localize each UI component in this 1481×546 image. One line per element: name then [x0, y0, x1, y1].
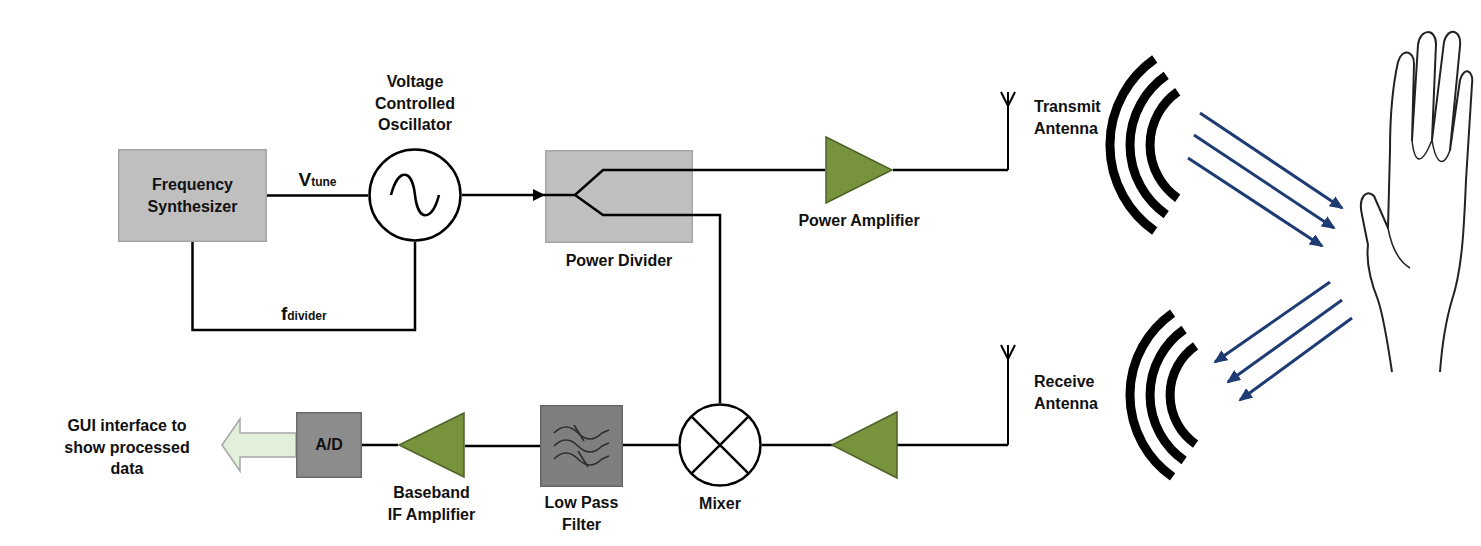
- node-shape: [825, 136, 893, 204]
- synthesizer-box: Frequency Synthesizer: [118, 149, 267, 242]
- wave-arc: [1170, 346, 1196, 444]
- node-label: Baseband IF Amplifier: [385, 482, 479, 525]
- ray-arrow: [1188, 158, 1322, 246]
- amplifier-triangle: Power Amplifier: [825, 136, 893, 204]
- signal-connector: [362, 445, 398, 446]
- wave-arc: [1150, 92, 1178, 198]
- antenna-symbol: Receive Antenna: [1000, 345, 1016, 445]
- signal-connector: [267, 195, 368, 196]
- signal-wire: [462, 194, 545, 197]
- ray-arrow: [1240, 318, 1352, 400]
- mixer-outline: [680, 405, 761, 486]
- node-label: Frequency Synthesizer: [126, 174, 259, 217]
- filter-box: Low Pass Filter: [540, 405, 623, 487]
- signal-name: fdivider: [279, 303, 329, 326]
- arrow-head: [533, 189, 545, 201]
- antenna-lines: [1001, 92, 1015, 170]
- signal-wire: [362, 444, 398, 447]
- node-shape: [1000, 345, 1016, 445]
- signal-name: Vtune: [296, 169, 338, 192]
- filter-symbol: [554, 427, 609, 465]
- sine-symbol: [391, 175, 439, 216]
- node-label: Transmit Antenna: [1034, 96, 1124, 139]
- signal-connector: [693, 215, 720, 403]
- hand-detail: [1388, 140, 1450, 268]
- node-label: Mixer: [670, 493, 770, 515]
- node-shape: [545, 150, 693, 243]
- hand-drawing: [1361, 32, 1472, 372]
- signal-connector: [693, 170, 825, 171]
- ray-arrow: [1194, 135, 1334, 228]
- mixer-cross: [691, 416, 748, 473]
- node-shape: [118, 149, 267, 242]
- signal-wire: [893, 169, 1008, 172]
- ray-arrow: [1228, 300, 1342, 382]
- box-outline: [546, 151, 693, 243]
- mixer-circle: Mixer: [678, 403, 762, 487]
- box-outline: [297, 413, 362, 478]
- signal-wire: [693, 215, 720, 403]
- amplifier-triangle: Baseband IF Amplifier: [398, 412, 465, 478]
- signal-connector: [893, 170, 1008, 171]
- box-outline: [541, 406, 623, 487]
- signal-wire: [193, 242, 416, 330]
- node-label: Receive Antenna: [1034, 371, 1124, 414]
- filter-symbol: [574, 425, 588, 467]
- signal-wire: [267, 194, 368, 197]
- amplifier-outline: [399, 413, 464, 477]
- node-shape: [368, 148, 462, 242]
- output-arrow: [222, 419, 296, 471]
- signal-connector: [465, 446, 540, 447]
- receive-rays: [1215, 282, 1352, 400]
- antenna-lines: [1001, 345, 1015, 445]
- receive-waves: [1130, 313, 1196, 477]
- node-shape: [1000, 92, 1016, 170]
- node-label: Power Divider: [534, 250, 704, 272]
- signal-connector: [623, 445, 678, 446]
- antenna-symbol: Transmit Antenna: [1000, 92, 1016, 170]
- node-label: A/D: [315, 434, 343, 456]
- node-shape: [678, 403, 762, 487]
- signal-connector: [462, 189, 545, 201]
- divider-box: Power Divider: [545, 150, 693, 243]
- oscillator-circle: Voltage Controlled Oscillator: [368, 148, 462, 242]
- amplifier-outline: [826, 137, 892, 203]
- signal-wire: [623, 444, 678, 447]
- converter-box: A/D: [296, 412, 362, 478]
- box-outline: [119, 150, 267, 242]
- node-shape: [540, 405, 623, 487]
- splitter-lines: [545, 170, 693, 215]
- signal-wire: [693, 169, 825, 172]
- signal-wire: [465, 445, 540, 448]
- low-noise-amplifier: [832, 412, 897, 478]
- oscillator-outline: [370, 150, 461, 241]
- transmit-waves: [1110, 59, 1178, 231]
- signal-connector: [193, 242, 416, 330]
- node-label: Voltage Controlled Oscillator: [350, 71, 480, 136]
- ray-arrow: [1200, 113, 1342, 208]
- transmit-rays: [1188, 113, 1342, 246]
- node-label: Low Pass Filter: [527, 492, 637, 535]
- node-label: Power Amplifier: [774, 210, 944, 232]
- output-note: GUI interface to show processed data: [52, 415, 202, 480]
- node-shape: [398, 412, 465, 478]
